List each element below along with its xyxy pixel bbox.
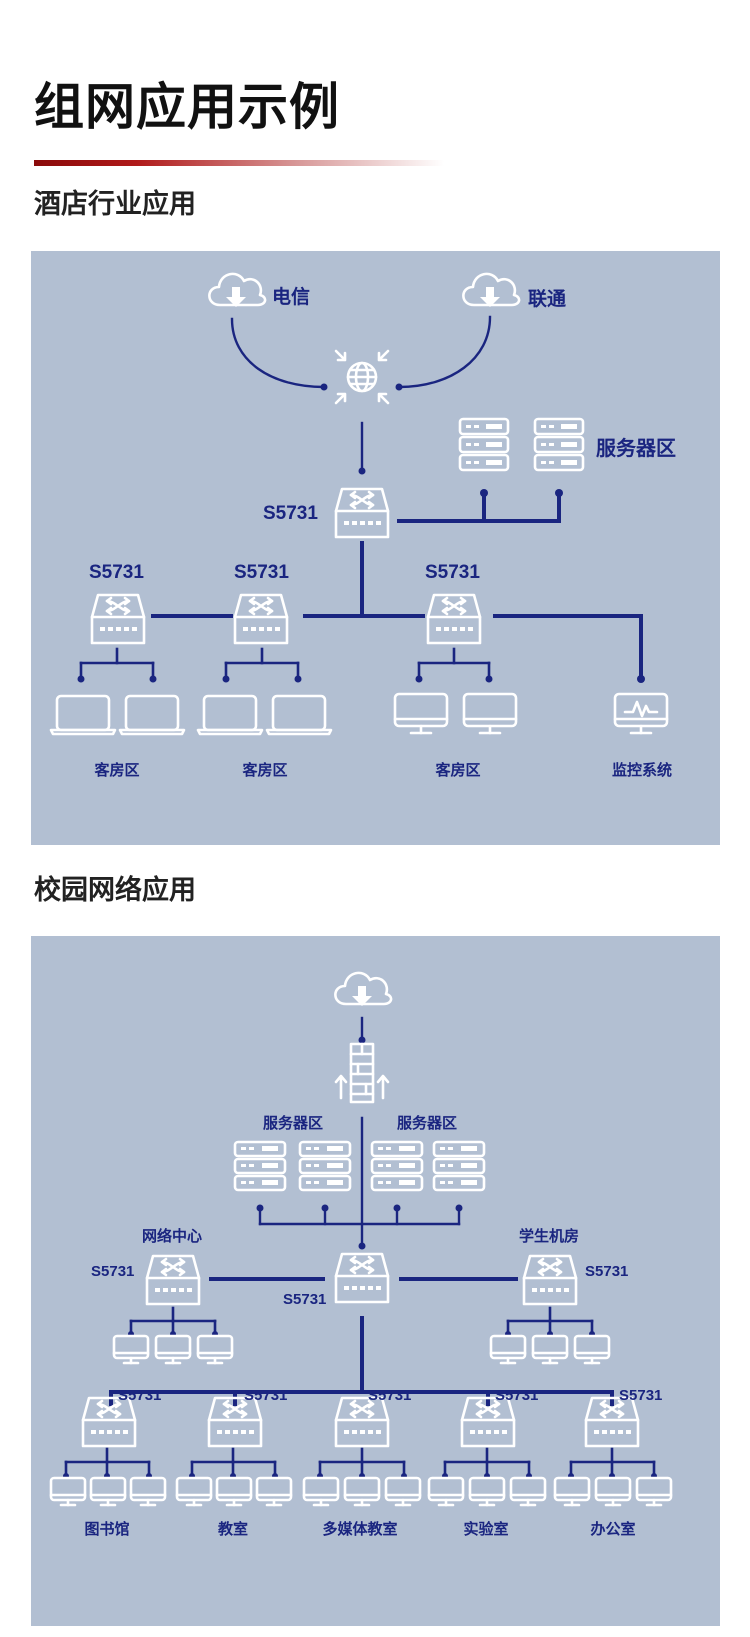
lab-pcs (427, 1476, 547, 1507)
classroom-pcs (175, 1476, 293, 1507)
network-center-switch-label: S5731 (91, 1263, 134, 1280)
hotel-diagram-svg: 电信 联通 服务器区 S5731 S5731 S5731 S5731 客房区 客… (49, 272, 676, 779)
multimedia-switch-icon (334, 1396, 390, 1448)
bottom-branch-3 (317, 1447, 407, 1479)
core-switch-label: S5731 (263, 503, 318, 524)
network-center-pcs (112, 1334, 234, 1365)
student-lab-label: 学生机房 (519, 1227, 579, 1245)
monitor-icon (393, 692, 449, 735)
core-switch-icon (334, 487, 390, 539)
surveillance-monitor-icon (613, 692, 669, 735)
bottom-branch-2 (189, 1447, 278, 1479)
library-switch-label: S5731 (118, 1387, 161, 1404)
server-icon (298, 1140, 352, 1192)
zone-label-guest-2: 客房区 (241, 761, 287, 779)
monitor-icon (462, 692, 518, 735)
bottom-branch-1 (63, 1447, 152, 1479)
access-switch-icon (233, 593, 289, 645)
access-switch-icon (426, 593, 482, 645)
library-pcs (49, 1476, 167, 1507)
student-lab-pcs (489, 1334, 611, 1365)
section-title-hotel: 酒店行业应用 (34, 189, 196, 219)
lab-switch-label: S5731 (495, 1387, 538, 1404)
server-icon (458, 417, 510, 472)
laptop-icon (118, 694, 186, 736)
access-switch-label-1: S5731 (89, 562, 144, 583)
page-title: 组网应用示例 (34, 79, 340, 135)
isp-telecom-label: 电信 (272, 285, 310, 308)
office-switch-label: S5731 (619, 1387, 662, 1404)
bottom-branch-5 (568, 1447, 657, 1479)
server-zone-right-label: 服务器区 (397, 1114, 457, 1132)
server-icon (233, 1140, 287, 1192)
laptop-icon (265, 694, 333, 736)
right-group-lines (505, 1306, 595, 1337)
server-icon (432, 1140, 486, 1192)
laptop-icon (49, 694, 117, 736)
left-group-lines (128, 1306, 218, 1337)
bottom-branch-4 (442, 1447, 532, 1479)
multimedia-pcs (302, 1476, 422, 1507)
server-zone-left-label: 服务器区 (263, 1114, 323, 1132)
classroom-label: 教室 (217, 1520, 248, 1538)
access-switch-label-2: S5731 (234, 562, 289, 583)
campus-diagram: 服务器区 服务器区 网络中心 学生机房 S5731 S5731 S5731 S5… (31, 936, 720, 1626)
zone-label-guest-1: 客房区 (93, 761, 139, 779)
isp-unicom-label: 联通 (528, 288, 567, 310)
branch-3 (415, 647, 493, 683)
zone-label-surveillance: 监控系统 (612, 761, 672, 779)
network-center-switch-icon (145, 1254, 201, 1306)
firewall-icon (334, 1042, 390, 1104)
branch-1 (77, 647, 157, 683)
laptop-icon (196, 694, 264, 736)
core-switch-icon (334, 1252, 390, 1304)
classroom-switch-label: S5731 (244, 1387, 287, 1404)
office-label: 办公室 (590, 1520, 635, 1538)
zone-label-guest-3: 客房区 (434, 761, 480, 779)
multimedia-switch-label: S5731 (368, 1387, 411, 1404)
section-title-campus: 校园网络应用 (34, 875, 196, 905)
library-label: 图书馆 (84, 1520, 129, 1538)
laboratory-label: 实验室 (463, 1520, 508, 1538)
student-lab-switch-icon (522, 1254, 578, 1306)
multimedia-classroom-label: 多媒体教室 (322, 1520, 397, 1538)
core-switch-label: S5731 (283, 1291, 326, 1308)
title-accent-bar (34, 160, 444, 166)
internet-cloud-icon (334, 971, 393, 1008)
server-icon (533, 417, 585, 472)
office-pcs (553, 1476, 673, 1507)
access-switch-icon (90, 593, 146, 645)
network-center-label: 网络中心 (142, 1227, 202, 1245)
server-zone-label: 服务器区 (596, 436, 676, 460)
unicom-cloud-icon (462, 272, 521, 309)
access-switch-label-3: S5731 (425, 562, 480, 583)
hotel-diagram: 电信 联通 服务器区 S5731 S5731 S5731 S5731 客房区 客… (31, 251, 720, 845)
student-lab-switch-label: S5731 (585, 1263, 628, 1280)
branch-2 (222, 647, 302, 683)
globe-router-icon (334, 349, 390, 405)
campus-diagram-svg: 服务器区 服务器区 网络中心 学生机房 S5731 S5731 S5731 S5… (49, 971, 673, 1538)
server-icon (370, 1140, 424, 1192)
telecom-cloud-icon (208, 272, 267, 309)
